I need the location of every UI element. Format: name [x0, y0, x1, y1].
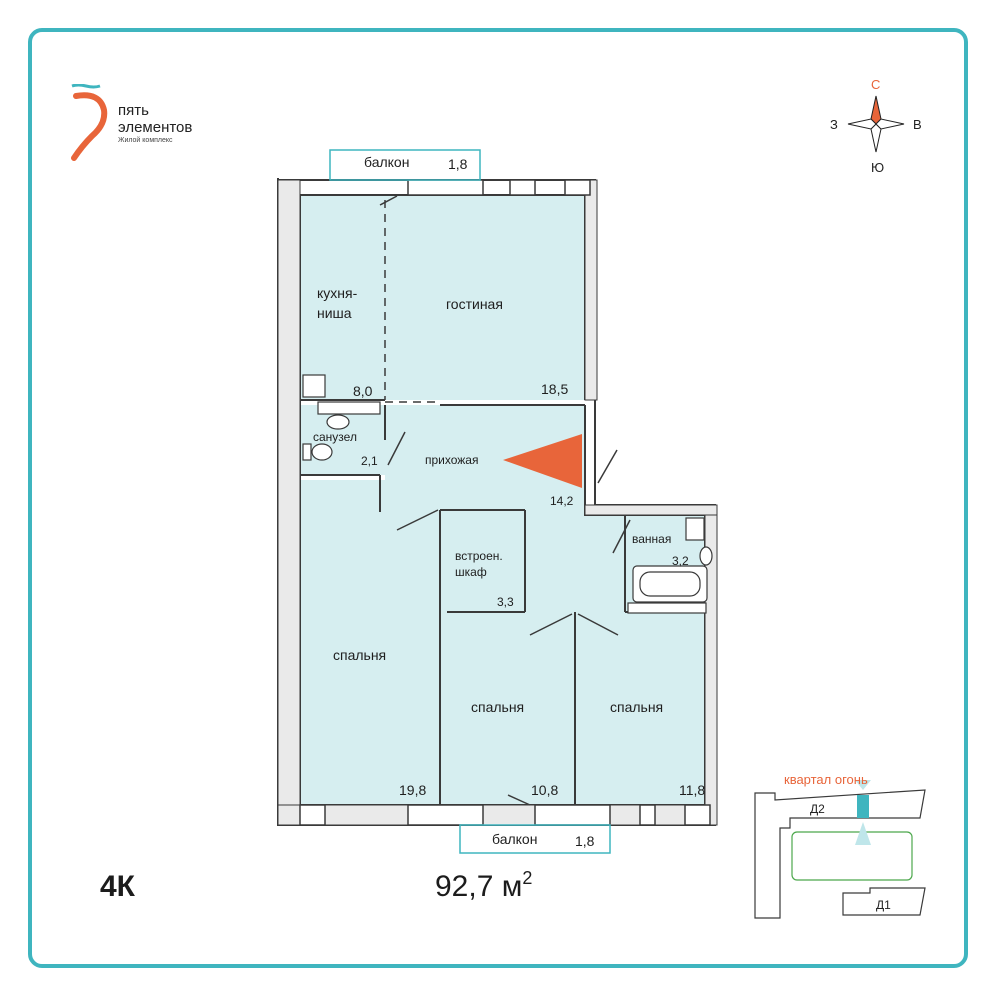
room-area-bedroom-mid: 10,8 — [531, 782, 559, 798]
compass-east: В — [913, 117, 922, 132]
balcony-top-label: балкон — [364, 154, 410, 170]
room-label-bathroom: ванная — [632, 532, 672, 546]
room-area-bedroom-left: 19,8 — [399, 782, 427, 798]
brand-subtitle: Жилой комплекс — [118, 137, 173, 144]
room-label-wc: санузел — [313, 430, 357, 444]
compass-west: З — [830, 117, 838, 132]
minimap-building-d2: Д2 — [810, 802, 825, 816]
minimap-title: квартал огонь — [784, 772, 868, 787]
room-label-hall: прихожая — [425, 453, 479, 467]
apartment-type: 4К — [100, 870, 135, 903]
room-label-kitchen: кухня- ниша — [317, 285, 358, 321]
room-area-living: 18,5 — [541, 381, 569, 397]
page-frame — [28, 28, 968, 968]
compass-south: Ю — [871, 160, 885, 175]
room-label-bedroom-left: спальня — [333, 647, 387, 663]
room-area-wc: 2,1 — [361, 454, 378, 468]
balcony-bottom-label: балкон — [492, 831, 538, 847]
room-area-hall: 14,2 — [550, 494, 574, 508]
compass-north: С — [871, 77, 881, 92]
balcony-bottom-area: 1,8 — [575, 833, 595, 849]
room-area-closet: 3,3 — [497, 595, 514, 609]
brand-name: пять элементов — [118, 102, 193, 136]
room-area-kitchen: 8,0 — [353, 383, 373, 399]
room-label-bedroom-mid: спальня — [471, 699, 525, 715]
room-label-bedroom-right: спальня — [610, 699, 664, 715]
apartment-area: 92,7 м2 — [435, 868, 533, 903]
room-label-living: гостиная — [446, 296, 503, 312]
room-area-bathroom: 3,2 — [672, 554, 689, 568]
balcony-top-area: 1,8 — [448, 156, 468, 172]
brand-logo-icon — [71, 84, 108, 161]
minimap-building-d1: Д1 — [876, 898, 891, 912]
room-label-closet: встроен. шкаф — [455, 549, 503, 579]
room-area-bedroom-right: 11,8 — [679, 782, 706, 798]
